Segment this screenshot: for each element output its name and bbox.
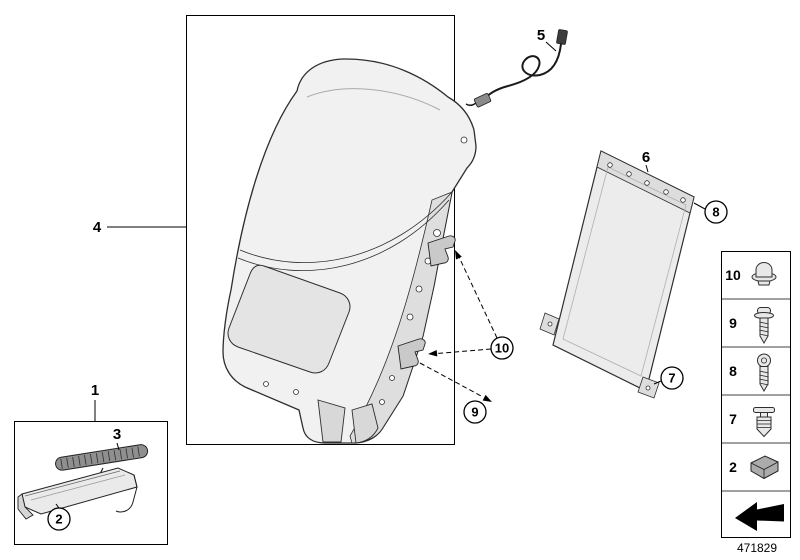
leader-6	[645, 164, 649, 173]
callout-1-label: 1	[91, 382, 99, 399]
legend-row-10-label: 10	[725, 267, 741, 283]
leader-3	[116, 442, 120, 451]
callout-6-label: 6	[642, 149, 650, 166]
rear-panel-drawing	[539, 150, 695, 399]
callout-10-badge: 10	[490, 336, 514, 360]
callout-3-label: 3	[113, 426, 121, 443]
ribbed-insert-strip	[55, 444, 149, 471]
console-feet	[317, 399, 379, 444]
callout-4-label: 4	[93, 219, 102, 236]
callout-5-label: 5	[537, 27, 545, 44]
lid-seam-line	[239, 191, 453, 264]
callout-labels: 4 1 3 5 6	[91, 27, 650, 443]
round-head-screw-icon	[757, 353, 771, 393]
callout-9-badge: 9	[463, 400, 487, 424]
expansion-rivet-icon	[753, 407, 775, 438]
insert-ribs	[60, 446, 140, 469]
sill-trim-strip	[17, 467, 138, 520]
connector-top	[556, 29, 568, 45]
retaining-clip-icon	[750, 455, 779, 480]
leader-5	[545, 41, 557, 52]
mounting-bracket-upper	[427, 235, 456, 267]
legend-row-7-label: 7	[729, 411, 737, 427]
leader-8	[693, 202, 706, 210]
trim-strips-box	[14, 421, 168, 545]
leader-7	[653, 380, 662, 385]
console-recessed-panel	[227, 264, 351, 374]
callout-8-badge: 8	[704, 200, 728, 224]
direction-arrow-icon	[735, 502, 784, 531]
callout-leader-lines	[55, 41, 706, 509]
callout-7-badge: 7	[660, 366, 684, 390]
svg-text:2: 2	[55, 512, 62, 527]
harness-wire	[483, 43, 562, 101]
svg-text:9: 9	[471, 405, 478, 420]
svg-text:10: 10	[495, 341, 509, 356]
callout-badges: 10 9 8 7 2	[47, 200, 728, 531]
rear-panel-inner-line	[562, 166, 687, 377]
leader-2	[55, 503, 60, 509]
dashed-leader-10-lower	[428, 348, 492, 357]
legend-row-9-label: 9	[729, 315, 737, 331]
callout-2-badge: 2	[47, 507, 71, 531]
connector-bottom	[473, 93, 492, 108]
legend-row-8-label: 8	[729, 363, 737, 379]
mounting-bracket-lower	[397, 338, 426, 370]
part-number: 471829	[737, 541, 777, 555]
dashed-leader-10-upper	[455, 250, 498, 339]
fastener-legend: 10 9 8 7 2	[721, 251, 791, 538]
dashed-leader-9	[419, 362, 492, 402]
lid-highlight-line	[306, 88, 441, 111]
wiring-harness-drawing	[465, 29, 568, 108]
armrest-console-drawing	[222, 58, 477, 444]
main-drawing-frame	[186, 15, 455, 445]
flanged-nut-icon	[751, 262, 777, 286]
pan-head-screw-icon	[754, 307, 774, 345]
svg-text:8: 8	[712, 205, 719, 220]
flange-screw-holes	[607, 162, 686, 203]
legend-row-2-label: 2	[729, 459, 737, 475]
connector-pigtail	[465, 102, 477, 107]
svg-text:7: 7	[668, 371, 675, 386]
